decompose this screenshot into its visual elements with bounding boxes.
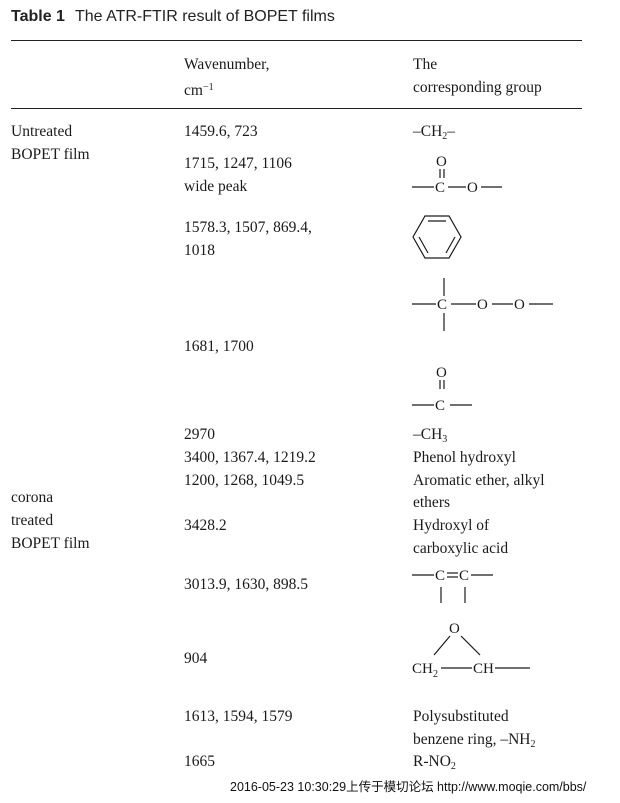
ester-oxygen: O xyxy=(467,180,478,196)
epoxide-oxygen: O xyxy=(449,621,460,637)
wavenumber-cell: 1578.3, 1507, 869.4, xyxy=(184,219,312,236)
wavenumber-cell: 1018 xyxy=(184,242,215,259)
peroxide-oxygen-1: O xyxy=(477,297,488,313)
ester-carbon: C xyxy=(435,180,445,196)
peroxide-oxygen-2: O xyxy=(514,297,525,313)
alkene-structure: C C xyxy=(410,561,500,607)
wavenumber-cell: 1665 xyxy=(184,753,215,770)
carbonyl-structure: O C xyxy=(410,361,480,414)
group-corona-line3: BOPET film xyxy=(11,535,90,552)
carbonyl-carbon: C xyxy=(435,398,445,414)
wavenumber-cell: 1613, 1594, 1579 xyxy=(184,708,293,725)
wavenumber-cell: 904 xyxy=(184,650,208,667)
wavenumber-cell: 1681, 1700 xyxy=(184,338,254,355)
header-wavenumber-unit: cm−1 xyxy=(184,82,214,99)
wavenumber-cell: 1715, 1247, 1106 xyxy=(184,155,292,172)
upload-watermark: 2016-05-23 10:30:29上传于模切论坛 http://www.mo… xyxy=(230,780,587,794)
group-cell: ethers xyxy=(413,494,451,511)
header-group-line2: corresponding group xyxy=(413,79,542,96)
epoxide-ch2-sub: 2 xyxy=(433,669,438,680)
table-title: The ATR-FTIR result of BOPET films xyxy=(74,8,335,25)
group-cell: Hydroxyl of xyxy=(413,517,490,534)
carbonyl-oxygen: O xyxy=(436,365,447,381)
header-group-line1: The xyxy=(413,56,438,73)
epoxide-structure: O CH 2 CH xyxy=(410,615,540,685)
alkene-carbon-1: C xyxy=(435,568,445,584)
epoxide-ch: CH xyxy=(473,661,494,677)
group-cell: Polysubstituted xyxy=(413,708,509,725)
group-untreated-line2: BOPET film xyxy=(11,146,90,163)
header-rule xyxy=(11,108,582,109)
group-cell: carboxylic acid xyxy=(413,540,509,557)
group-cell: Phenol hydroxyl xyxy=(413,449,516,466)
peroxide-structure: C O O xyxy=(410,275,560,337)
wavenumber-cell: 2970 xyxy=(184,426,215,443)
wavenumber-cell: wide peak xyxy=(184,178,248,195)
wavenumber-cell: 3428.2 xyxy=(184,517,227,534)
peroxide-carbon: C xyxy=(437,297,447,313)
group-cell-nitro: R-NO2 xyxy=(413,753,456,772)
header-wavenumber: Wavenumber, xyxy=(184,56,270,73)
group-corona-line2: treated xyxy=(11,512,54,529)
group-corona-line1: corona xyxy=(11,489,54,506)
group-untreated-line1: Untreated xyxy=(11,123,73,140)
wavenumber-cell: 1459.6, 723 xyxy=(184,123,258,140)
group-cell-amine: benzene ring, –NH2 xyxy=(413,731,536,750)
wavenumber-cell: 3013.9, 1630, 898.5 xyxy=(184,576,308,593)
wavenumber-cell: 1200, 1268, 1049.5 xyxy=(184,472,305,489)
formula-methylene: –CH2– xyxy=(413,123,456,142)
alkene-carbon-2: C xyxy=(459,568,469,584)
benzene-ring-icon xyxy=(412,214,464,260)
table-caption: Table 1 The ATR-FTIR result of BOPET film… xyxy=(11,8,335,26)
ester-carbonyl-oxygen: O xyxy=(436,154,447,170)
epoxide-ch2: CH xyxy=(412,661,433,677)
table-label: Table 1 xyxy=(11,8,65,25)
formula-methyl: –CH3 xyxy=(413,426,448,445)
group-cell: Aromatic ether, alkyl xyxy=(413,472,545,489)
top-rule xyxy=(11,40,582,41)
wavenumber-cell: 3400, 1367.4, 1219.2 xyxy=(184,449,316,466)
ester-structure: O C O xyxy=(410,150,510,200)
